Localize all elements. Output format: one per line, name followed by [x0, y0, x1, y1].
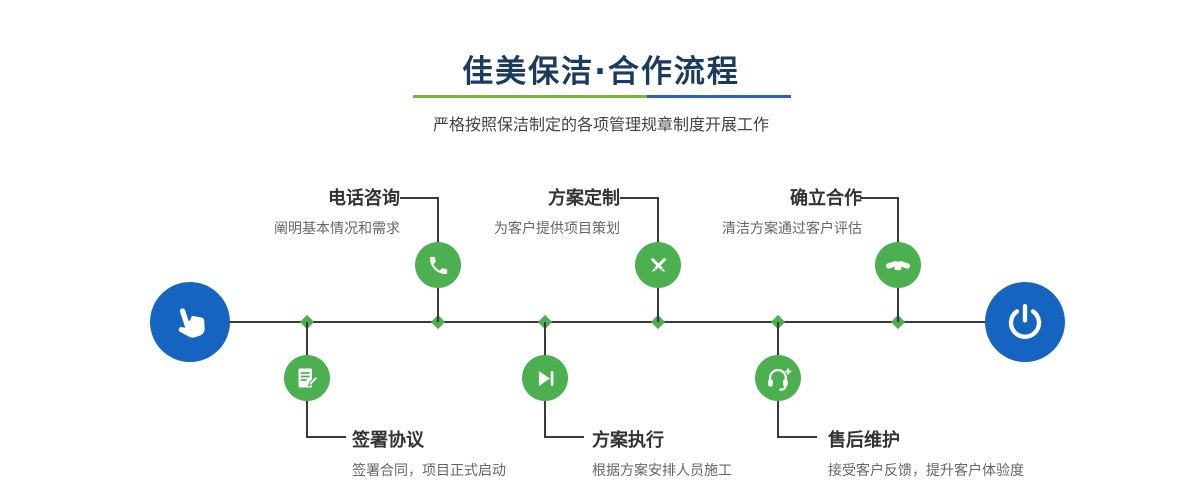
- step-label-phone: 电话咨询 阐明基本情况和需求: [274, 184, 400, 238]
- step-node-cooperation: [875, 242, 921, 288]
- label-connector: [620, 197, 658, 199]
- step-label-execution: 方案执行 根据方案安排人员施工: [592, 426, 732, 480]
- handshake-icon: [885, 261, 911, 271]
- connector-stem: [777, 322, 779, 356]
- step-label-plan: 方案定制 为客户提供项目策划: [494, 184, 620, 238]
- label-connector: [777, 401, 779, 438]
- step-desc: 根据方案安排人员施工: [592, 463, 732, 479]
- label-connector: [544, 436, 584, 438]
- step-title: 签署协议: [352, 430, 424, 451]
- connector-stem: [437, 288, 439, 322]
- page-title: 佳美保洁·合作流程: [462, 54, 740, 90]
- label-connector: [860, 197, 898, 199]
- label-connector: [306, 401, 308, 438]
- step-desc: 为客户提供项目策划: [494, 221, 620, 237]
- step-label-aftersales: 售后维护 接受客户反馈，提升客户体验度: [828, 426, 1024, 480]
- label-connector: [657, 197, 659, 243]
- step-title: 售后维护: [828, 430, 900, 451]
- pencil-icon: [650, 257, 666, 272]
- page-subtitle: 严格按照保洁制定的各项管理规章制度开展工作: [432, 115, 769, 134]
- connector-stem: [544, 322, 546, 356]
- label-connector: [437, 197, 439, 243]
- step-desc: 签署合同，项目正式启动: [352, 463, 506, 479]
- step-node-execution: [522, 355, 568, 401]
- step-title: 方案定制: [548, 188, 620, 209]
- headset-icon: [767, 367, 791, 391]
- step-title: 确立合作: [790, 188, 862, 209]
- hand-pointer-icon: [178, 308, 205, 338]
- step-node-phone: [415, 242, 461, 288]
- connector-stem: [897, 288, 899, 322]
- start-node: [150, 282, 230, 362]
- step-label-cooperation: 确立合作 清洁方案通过客户评估: [722, 184, 862, 238]
- contract-icon: [298, 368, 319, 388]
- step-label-agreement: 签署协议 签署合同，项目正式启动: [352, 426, 506, 480]
- title-divider: [413, 95, 791, 98]
- step-desc: 清洁方案通过客户评估: [722, 221, 862, 237]
- label-connector: [306, 436, 346, 438]
- label-connector: [544, 401, 546, 438]
- timeline-line: [190, 321, 1025, 323]
- phone-icon: [429, 256, 447, 274]
- label-connector: [777, 436, 817, 438]
- divider-green-segment: [413, 95, 648, 98]
- label-connector: [897, 197, 899, 243]
- power-icon: [1008, 304, 1042, 339]
- step-node-plan: [635, 242, 681, 288]
- step-desc: 接受客户反馈，提升客户体验度: [828, 463, 1024, 479]
- connector-stem: [657, 288, 659, 322]
- step-node-aftersales: [755, 355, 801, 401]
- connector-stem: [306, 322, 308, 356]
- step-desc: 阐明基本情况和需求: [274, 221, 400, 237]
- label-connector: [400, 197, 438, 199]
- step-node-agreement: [284, 355, 330, 401]
- step-title: 电话咨询: [328, 188, 400, 209]
- end-node: [985, 282, 1065, 362]
- divider-blue-segment: [647, 95, 791, 98]
- play-icon: [538, 370, 553, 386]
- step-title: 方案执行: [592, 430, 664, 451]
